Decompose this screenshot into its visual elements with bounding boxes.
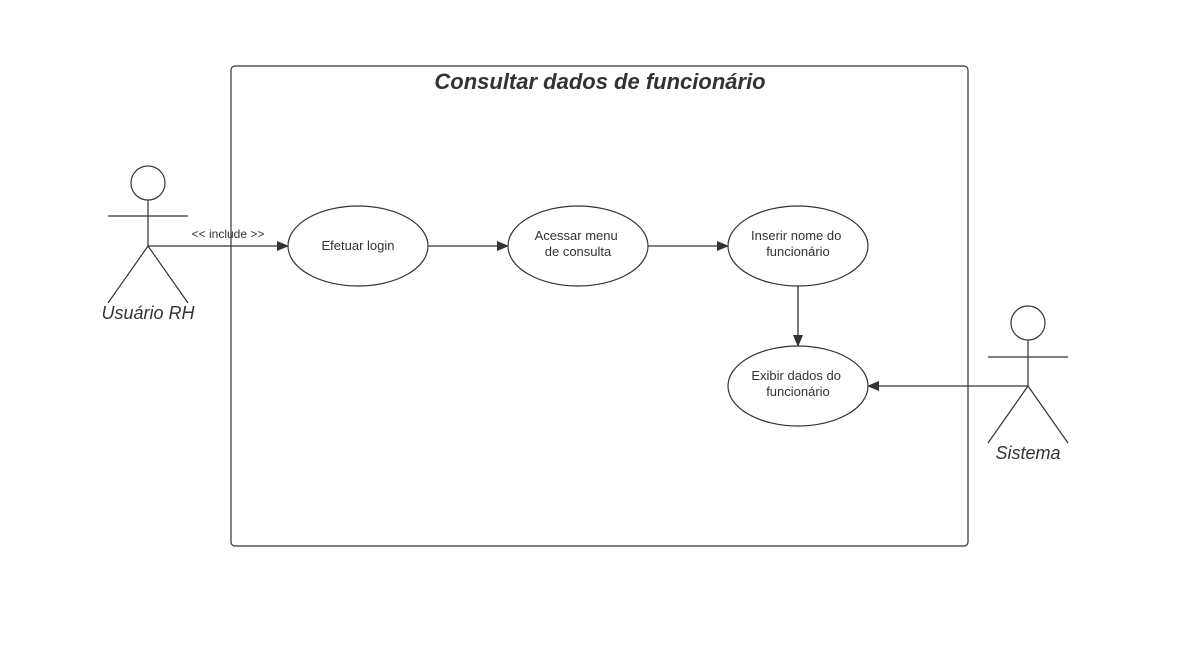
use-case-label-line: Inserir nome do	[751, 228, 841, 243]
actor-left-leg	[987, 385, 1029, 444]
use-case-label-line: Exibir dados do	[751, 368, 841, 383]
use-case-label: Efetuar login	[322, 238, 395, 253]
use-case-label: Inserir nome do funcionário	[751, 228, 845, 259]
actor-right-leg	[147, 245, 189, 304]
actor-usuario-rh: Usuário RH	[101, 165, 196, 323]
use-case-efetuar-login[interactable]: Efetuar login	[287, 205, 429, 287]
use-case-ellipse[interactable]	[287, 205, 429, 287]
use-case-label-line: de consulta	[545, 244, 612, 259]
use-case-label: Acessar menu de consulta	[535, 228, 622, 259]
actor-name-usuario-rh: Usuário RH	[101, 303, 195, 323]
use-case-label-line: funcionário	[766, 384, 830, 399]
use-case-label: Exibir dados do funcionário	[751, 368, 844, 399]
use-case-ellipse[interactable]	[727, 205, 869, 287]
actor-head	[1010, 305, 1046, 341]
use-case-ellipse[interactable]	[727, 345, 869, 427]
diagram-title: Consultar dados de funcionário	[434, 69, 765, 94]
include-label: << include >>	[192, 227, 265, 241]
use-case-label-line: Efetuar login	[322, 238, 395, 253]
system-boundary	[230, 65, 969, 547]
actor-right-leg	[1027, 385, 1069, 444]
use-case-inserir-nome[interactable]: Inserir nome do funcionário	[727, 205, 869, 287]
use-case-label-line: funcionário	[766, 244, 830, 259]
use-case-label-line: Acessar menu	[535, 228, 618, 243]
use-case-acessar-menu[interactable]: Acessar menu de consulta	[507, 205, 649, 287]
use-case-ellipse[interactable]	[507, 205, 649, 287]
actor-name-sistema: Sistema	[995, 443, 1060, 463]
actor-left-leg	[107, 245, 149, 304]
actor-sistema: Sistema	[987, 305, 1069, 463]
actor-head	[130, 165, 166, 201]
use-case-exibir-dados[interactable]: Exibir dados do funcionário	[727, 345, 869, 427]
